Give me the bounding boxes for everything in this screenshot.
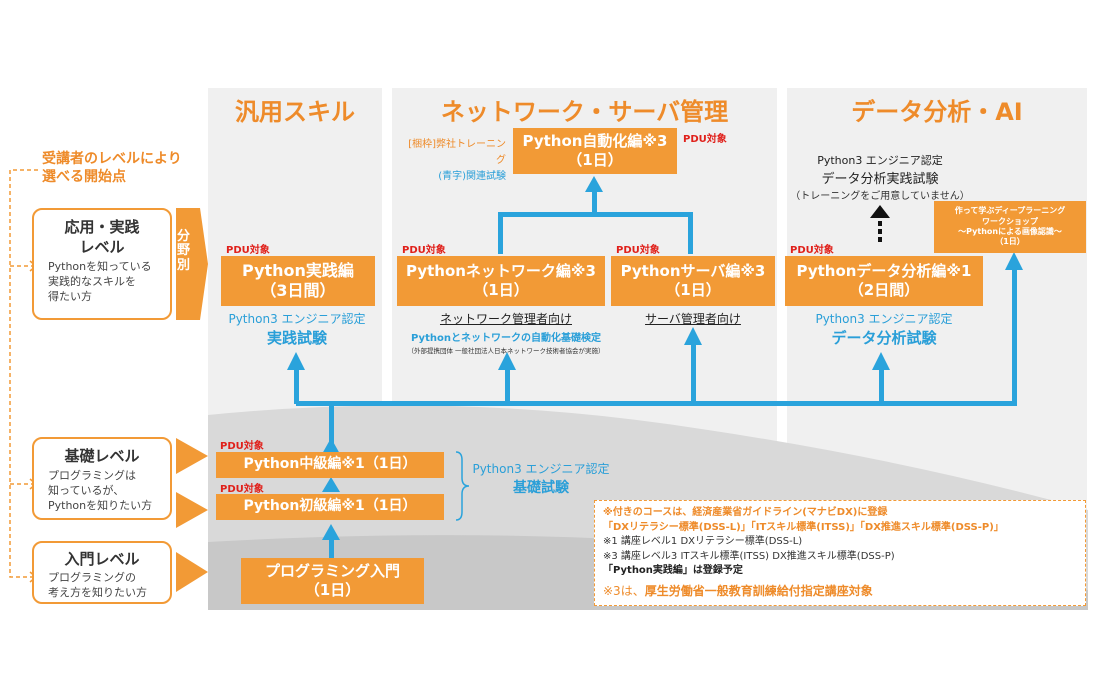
legend-line-2: 「DXリテラシー標準(DSS-L)」「ITスキル標準(ITSS)」「DX推進スキ… (603, 521, 1004, 533)
automation-side-note-2: (青字)関連試験 (438, 171, 506, 182)
legend-line-6-body: 厚生労働省一般教育訓練給付指定講座対象 (644, 583, 873, 598)
network-exam: Pythonとネットワークの自動化基礎検定 (411, 333, 601, 344)
jissen-exam-label: 実践試験 (266, 329, 327, 347)
data-cert: Python3 エンジニア認定 データ分析試験 (785, 310, 983, 348)
vertical-data (879, 368, 884, 404)
course-shokyu-name: Python初級編※1（1日） (243, 498, 417, 515)
server-target: サーバ管理者向け (645, 312, 741, 326)
level-intro: 入門レベル プログラミングの 考え方を知りたい方 (32, 541, 172, 604)
course-chukyu-name: Python中級編※1（1日） (243, 456, 417, 473)
column-data-title: データ分析・AI (851, 98, 1023, 126)
pdu-server: PDU対象 (616, 245, 660, 256)
course-automation-days: （1日） (567, 151, 623, 169)
data-practice-note: （トレーニングをご用意していません） (790, 191, 970, 202)
legend-line-6-prefix: ※3は、 (603, 583, 645, 598)
jissen-cert: Python3 エンジニア認定 実践試験 (212, 310, 382, 348)
level-intro-desc: プログラミングの 考え方を知りたい方 (48, 571, 147, 599)
vertical-jissen (294, 368, 299, 404)
pdu-network: PDU対象 (402, 245, 446, 256)
legend-line-6: ※3は、厚生労働省一般教育訓練給付指定講座対象 (603, 583, 1077, 600)
pdu-shokyu: PDU対象 (220, 484, 264, 495)
data-practice-cert: Python3 エンジニア認定 (817, 154, 943, 167)
network-exam-block: ネットワーク管理者向け Pythonとネットワークの自動化基礎検定 （外部提携団… (392, 310, 620, 355)
course-server[interactable]: Pythonサーバ編※3 （1日） (611, 256, 775, 306)
data-cert-label: Python3 エンジニア認定 (815, 312, 953, 326)
course-chukyu[interactable]: Python中級編※1（1日） (216, 452, 444, 478)
vertical-server (691, 343, 696, 404)
network-branch-right (688, 212, 693, 254)
level-intro-title: 入門レベル (64, 550, 140, 568)
basic-cert-label: Python3 エンジニア認定 (472, 462, 610, 476)
data-practice-exam: データ分析実践試験 (821, 172, 939, 187)
bunyabetsu-label: 分野別 (177, 229, 191, 273)
legend-box: ※付きのコースは、経済産業省ガイドライン(マナビDX)に登録 「DXリテラシー標… (594, 500, 1086, 606)
column-general-title: 汎用スキル (235, 98, 355, 126)
course-intro-name: プログラミング入門 (264, 562, 400, 581)
course-data[interactable]: Pythonデータ分析編※1 （2日間） (785, 256, 983, 306)
basic-brace (455, 451, 470, 521)
level-applied: 応用・実践 レベル Pythonを知っている 実践的なスキルを 得たい方 (32, 208, 172, 320)
course-jissen-days: （3日間） (260, 281, 336, 300)
level-arrows (176, 208, 208, 592)
level-basic-desc: プログラミングは 知っているが、 Pythonを知りたい方 (48, 469, 153, 512)
main-horizontal-line (296, 401, 1016, 406)
course-server-name: Pythonサーバ編※3 (620, 262, 766, 281)
course-network[interactable]: Pythonネットワーク編※3 （1日） (397, 256, 605, 306)
basic-cert: Python3 エンジニア認定 基礎試験 (466, 460, 616, 497)
data-practice-block: Python3 エンジニア認定 データ分析実践試験 （トレーニングをご用意してい… (785, 152, 975, 202)
legend-line-4: ※3 講座レベル3 ITスキル標準(ITSS) DX推進スキル標準(DSS-P) (603, 550, 895, 562)
pdu-chukyu: PDU対象 (220, 441, 264, 452)
vertical-intro-to-shokyu (329, 538, 334, 558)
legend-line-3: ※1 講座レベル1 DXリテラシー標準(DSS-L) (603, 536, 803, 547)
course-jissen[interactable]: Python実践編 （3日間） (221, 256, 375, 306)
vertical-to-horizontal (329, 404, 334, 452)
automation-side-note: [梱枠]弊社トレーニング (青字)関連試験 (402, 137, 506, 185)
vertical-network-exam (505, 368, 510, 404)
jissen-cert-label: Python3 エンジニア認定 (228, 312, 366, 326)
level-applied-title: 応用・実践 レベル (64, 218, 140, 256)
network-branch-left (498, 212, 503, 254)
pdu-automation: PDU対象 (683, 134, 727, 145)
automation-side-note-1: [梱枠]弊社トレーニング (408, 139, 506, 166)
level-basic: 基礎レベル プログラミングは 知っているが、 Pythonを知りたい方 (32, 437, 172, 520)
legend-line-5: 「Python実践編」は登録予定 (603, 565, 743, 576)
course-intro-days: （1日） (304, 581, 361, 599)
network-target: ネットワーク管理者向け (439, 312, 572, 326)
level-applied-desc: Pythonを知っている 実践的なスキルを 得たい方 (48, 260, 152, 303)
course-jissen-name: Python実践編 (242, 261, 354, 280)
start-note: 受講者のレベルにより 選べる開始点 (42, 151, 182, 186)
course-data-days: （2日間） (848, 281, 920, 299)
column-network-title: ネットワーク・サーバ管理 (440, 98, 729, 126)
course-data-name: Pythonデータ分析編※1 (796, 262, 972, 281)
data-exam-label: データ分析試験 (831, 329, 937, 347)
course-network-name: Pythonネットワーク編※3 (406, 262, 596, 281)
pdu-data: PDU対象 (790, 245, 834, 256)
vertical-workshop (1012, 268, 1017, 406)
course-server-days: （1日） (665, 281, 721, 299)
pdu-jissen: PDU対象 (226, 245, 270, 256)
legend-line-1: ※付きのコースは、経済産業省ガイドライン(マナビDX)に登録 (603, 507, 888, 518)
network-exam-org: （外部提携団体 一般社団法人日本ネットワーク技術者協会が実施） (407, 347, 605, 355)
course-automation[interactable]: Python自動化編※3 （1日） (513, 128, 677, 174)
network-branch-up (592, 190, 597, 215)
course-workshop-label: 作って学ぶディープラーニング ワークショップ ～Pythonによる画像認識～ （… (954, 206, 1066, 247)
basic-exam-label: 基礎試験 (513, 480, 569, 496)
course-network-days: （1日） (473, 281, 529, 299)
course-workshop[interactable]: 作って学ぶディープラーニング ワークショップ ～Pythonによる画像認識～ （… (934, 201, 1086, 253)
course-automation-name: Python自動化編※3 (522, 132, 668, 151)
level-basic-title: 基礎レベル (64, 447, 140, 465)
course-shokyu[interactable]: Python初級編※1（1日） (216, 494, 444, 520)
course-intro[interactable]: プログラミング入門 （1日） (241, 558, 424, 604)
